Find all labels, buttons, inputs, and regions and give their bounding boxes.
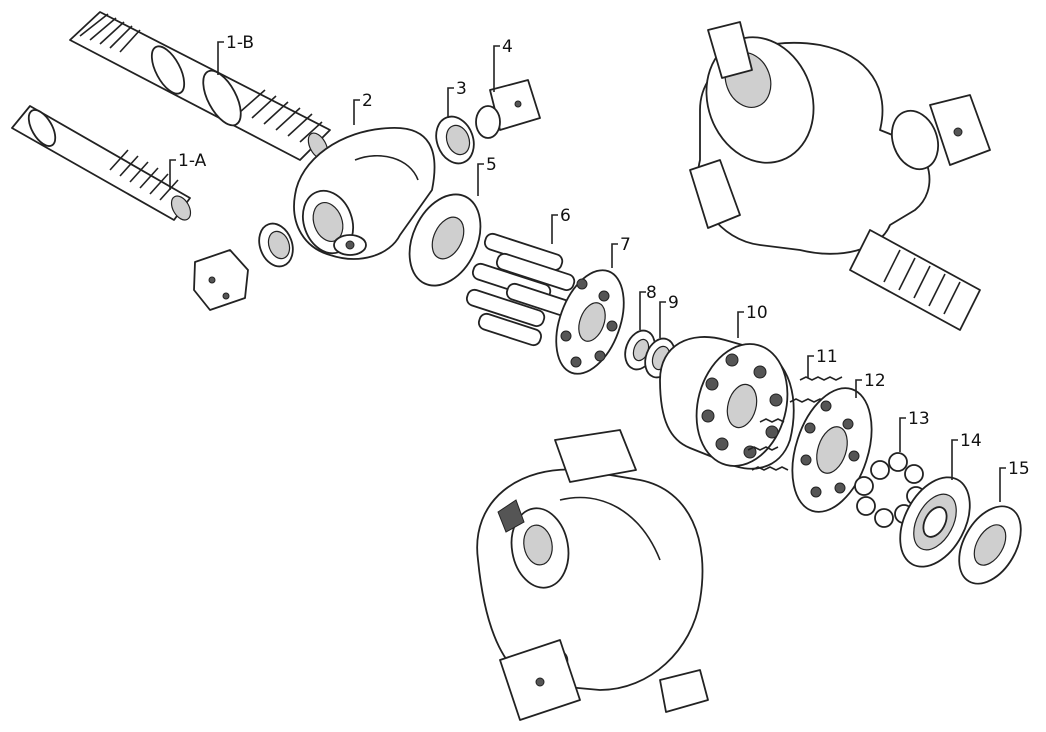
part-4-trunnion-cap [193, 79, 541, 311]
callout-6: 6 [560, 206, 571, 226]
part-7-retainer-plate [555, 269, 625, 375]
callout-9: 9 [668, 293, 679, 313]
callout-1b: 1-B [226, 33, 254, 53]
callout-5: 5 [486, 155, 497, 175]
callout-leaders [169, 41, 1006, 502]
part-12-valve-plate [791, 387, 873, 513]
part-2-swash-housing [293, 127, 436, 260]
callout-2: 2 [362, 91, 373, 111]
part-11-springs [747, 376, 843, 471]
callout-15: 15 [1008, 459, 1030, 479]
part-10-cylinder-block [659, 336, 795, 470]
callout-1a: 1-A [178, 151, 207, 171]
callout-7: 7 [620, 235, 631, 255]
part-1b-shaft [69, 11, 331, 161]
part-5-thrust-plate [408, 193, 482, 287]
part-6-pistons [465, 232, 576, 347]
callout-4: 4 [502, 37, 513, 57]
assembled-pump-bottom [476, 429, 709, 721]
assembled-pump-top-right [689, 21, 991, 331]
callout-10: 10 [746, 303, 768, 323]
part-14-port-plate [899, 476, 971, 568]
callout-11: 11 [816, 347, 838, 367]
part-1a-shaft [11, 105, 192, 221]
part-3-bearing [258, 115, 475, 268]
callout-8: 8 [646, 283, 657, 303]
callout-14: 14 [960, 431, 982, 451]
callout-12: 12 [864, 371, 886, 391]
callout-13: 13 [908, 409, 930, 429]
callout-3: 3 [456, 79, 467, 99]
part-15-end-plate [958, 505, 1022, 585]
